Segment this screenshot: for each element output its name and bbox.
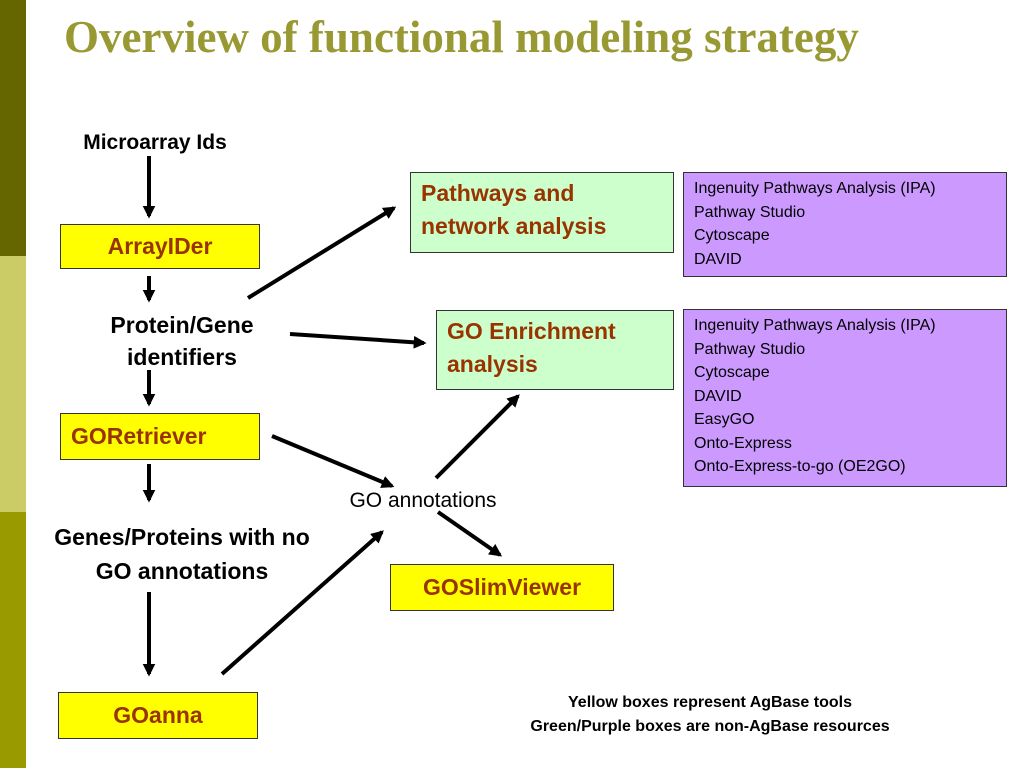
enrichment-tool-item: Ingenuity Pathways Analysis (IPA) [694, 317, 936, 334]
goretriever-label: GORetriever [71, 423, 207, 449]
goslimviewer-box: GOSlimViewer [390, 564, 614, 611]
arrayider-box: ArrayIDer [60, 224, 260, 269]
enrichment-tool-item: Onto-Express-to-go (OE2GO) [694, 458, 906, 475]
legend-line-non-agbase: Green/Purple boxes are non-AgBase resour… [530, 718, 890, 735]
legend-line-agbase: Yellow boxes represent AgBase tools [568, 694, 852, 711]
sidebar-block-mid [0, 512, 26, 768]
enrichment-tools-box: Ingenuity Pathways Analysis (IPA) Pathwa… [683, 309, 1007, 487]
arrow-goannotations-to-goslimviewer [436, 510, 503, 557]
arrayider-label: ArrayIDer [107, 233, 213, 259]
arrow-identifiers-to-pathways [246, 206, 397, 300]
genes-no-go-label: Genes/Proteins with no GO annotations [54, 524, 310, 584]
arrow-goretriever-to-goannotations [271, 434, 395, 488]
slide-sidebar [0, 0, 26, 768]
go-annotations-label: GO annotations [318, 488, 528, 514]
enrichment-tool-item: Pathway Studio [694, 340, 806, 358]
enrichment-tool-item: Cytoscape [694, 364, 770, 381]
pathway-tool-item: Pathway Studio [694, 203, 806, 221]
pathway-tool-item: Cytoscape [694, 227, 770, 244]
pathway-tool-item: DAVID [694, 250, 742, 268]
enrichment-tool-item: EasyGO [694, 411, 755, 428]
arrow-goannotations-to-enrichment [434, 394, 520, 480]
go-annotations-text: GO annotations [349, 489, 497, 512]
slide-title: Overview of functional modeling strategy [64, 12, 859, 62]
go-enrichment-box: GO Enrichment analysis [436, 310, 674, 390]
goanna-box: GOanna [58, 692, 258, 739]
legend-note: Yellow boxes represent AgBase tools Gree… [470, 691, 950, 739]
goslimviewer-label: GOSlimViewer [422, 574, 582, 600]
arrow-identifiers-to-enrichment [289, 332, 427, 349]
goretriever-box: GORetriever [60, 413, 260, 460]
sidebar-block-dark [0, 0, 26, 256]
protein-gene-identifiers-label: Protein/Gene identifiers [110, 312, 254, 370]
goanna-label: GOanna [113, 702, 203, 728]
enrichment-tool-item: DAVID [694, 387, 742, 405]
enrichment-tool-item: Onto-Express [694, 434, 792, 452]
microarray-ids-label: Microarray Ids [83, 131, 227, 154]
arrow-goanna-to-goannotations [220, 530, 384, 676]
pathway-tool-item: Ingenuity Pathways Analysis (IPA) [694, 180, 936, 197]
pathways-network-box: Pathways and network analysis [410, 172, 674, 253]
sidebar-block-light [0, 256, 26, 512]
pathway-tools-box: Ingenuity Pathways Analysis (IPA) Pathwa… [683, 172, 1007, 277]
